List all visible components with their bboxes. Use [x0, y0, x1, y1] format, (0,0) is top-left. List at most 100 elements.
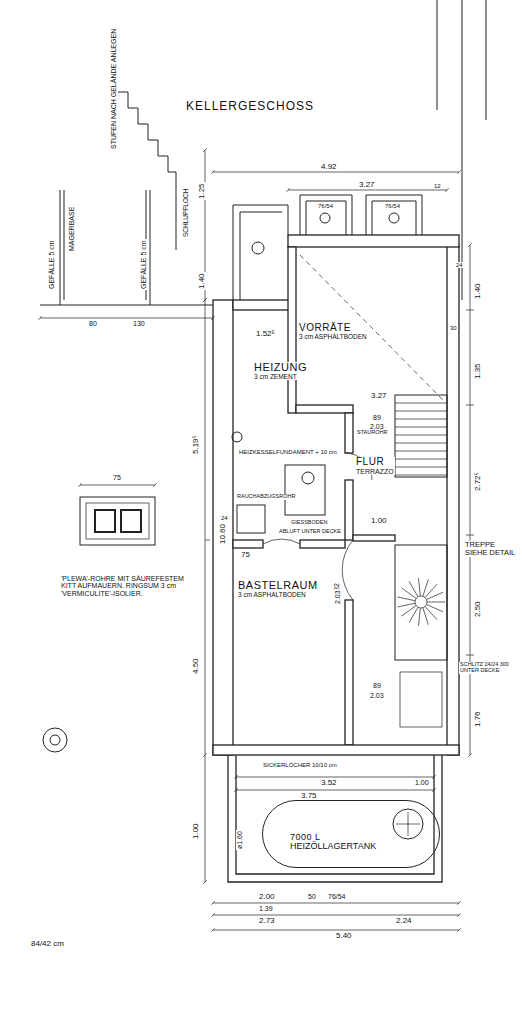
tank-enclosure: [228, 755, 442, 882]
annotation: GEFÄLLE 5 cm: [48, 239, 55, 290]
annotation: SCHLUPFLOCH: [183, 188, 190, 238]
spiral-stair: [395, 545, 447, 660]
dimension: 2.00: [258, 893, 276, 901]
dimension-line: [40, 318, 213, 319]
shaft: [400, 672, 442, 727]
annotation: GEFÄLLE 5 cm: [140, 239, 147, 290]
survey-mark: [43, 728, 67, 752]
flue-pipe: [121, 510, 141, 532]
dimension: 89: [372, 414, 382, 421]
dimension: 1.76: [474, 710, 482, 728]
dimension: 76/54: [317, 203, 334, 209]
flue-pipe: [95, 510, 115, 532]
exterior-steps: [118, 92, 176, 250]
stair-treads: [395, 403, 447, 475]
dimension: 50: [307, 893, 317, 900]
pit-wall: [60, 190, 150, 305]
dimension: 80: [88, 320, 98, 327]
oil-tank: 7000 LHEIZÖLLAGERTANK: [262, 800, 440, 868]
dimension: 1.00: [370, 517, 388, 525]
tank-manhole: [396, 812, 420, 836]
dimension: 76/54: [384, 203, 401, 209]
dimension: 3.75: [300, 792, 318, 800]
dimension: 2.50: [474, 600, 482, 618]
dimension: 1.40: [474, 282, 482, 300]
dimension: 1.25: [198, 182, 206, 200]
dimension: 75: [112, 474, 122, 481]
floor-finish: 3 cm ASPHALTBODEN: [237, 592, 319, 599]
flue: [302, 472, 314, 484]
drain: [389, 213, 399, 223]
annotation: SCHLITZ 24/24 300 UNTER DECKE: [459, 662, 519, 674]
boiler-foundation: [285, 465, 325, 515]
annotation: GIESSBODEN: [290, 520, 328, 526]
floor-finish: HEIZÖLLAGERTANK: [289, 842, 377, 851]
dimension: 1.40: [198, 272, 206, 290]
drain: [320, 213, 330, 223]
floor-finish: 3 cm ZEMENT: [253, 374, 308, 381]
dimension-line: [80, 485, 155, 486]
annotation: STAUROHR: [356, 430, 388, 436]
dimension: 30: [449, 325, 458, 331]
dimension: 2.24: [395, 917, 413, 925]
annotation: STUFEN NACH GELÄNDE ANLEGEN: [110, 28, 117, 150]
dimension: ø1.60: [236, 830, 243, 850]
site-line: [40, 305, 213, 306]
annotation: 'PLEWA'-ROHRE MIT SÄUREFESTEM KITT AUFMA…: [60, 575, 192, 597]
annotation: RAUCHABZUGSROHR: [236, 494, 296, 500]
dimension-lines: [205, 150, 474, 930]
dimension: 1.00: [414, 779, 430, 786]
spiral-treads: [398, 578, 445, 626]
dimension: 1.52⁵: [255, 330, 276, 338]
floor-finish: TERRAZZO: [355, 468, 395, 475]
floor-finish: 3 cm ASPHALTBODEN: [298, 334, 368, 341]
room-name: BASTELRAUM: [237, 580, 319, 592]
dimension: 24: [220, 515, 229, 521]
sheet-title: KELLERGESCHOSS: [185, 100, 315, 113]
border-line: [462, 0, 463, 300]
dimension: 76/54: [327, 893, 347, 900]
room-text: 7000 LHEIZÖLLAGERTANK: [289, 833, 377, 852]
dimension: 1.00: [192, 822, 200, 840]
survey-mark: [50, 735, 60, 745]
dimension: 130: [132, 320, 146, 327]
room-text: HEIZUNG3 cm ZEMENT: [253, 362, 308, 380]
light-well: [366, 195, 422, 235]
room: HEIZUNG3 cm ZEMENT: [233, 310, 345, 540]
annotation: TREPPE SIEHE DETAIL: [464, 541, 518, 557]
door-swing: [263, 539, 300, 544]
dimension: 75: [240, 551, 251, 559]
room-text: BASTELRAUM3 cm ASPHALTBODEN: [237, 580, 319, 598]
door-swing: [342, 540, 353, 600]
dimension: 4.50: [192, 657, 200, 675]
room-name: FLUR: [355, 457, 395, 468]
annotation: ABLUFT UNTER DECKE: [278, 529, 342, 535]
room: VORRÄTE3 cm ASPHALTBODEN: [296, 247, 447, 405]
dimension: 84/42 cm: [30, 940, 65, 948]
dimension: 12: [433, 183, 442, 189]
annotation: MAGERBASE: [68, 206, 75, 252]
border-line: [486, 0, 487, 120]
room-text: FLURTERRAZZO: [355, 457, 395, 475]
dimension: 5.40: [335, 932, 353, 940]
stair: [395, 395, 447, 477]
tank-manhole: [393, 809, 423, 839]
dimension: 3.52: [320, 779, 338, 787]
walls: [213, 235, 459, 755]
room-name: VORRÄTE: [298, 323, 368, 334]
dimension: 1.39: [258, 905, 274, 912]
dimension: 2.72⁵: [474, 471, 482, 492]
room-text: VORRÄTE3 cm ASPHALTBODEN: [298, 323, 368, 340]
dimension: 10.60: [219, 523, 227, 545]
dimension: 3.27: [370, 392, 388, 400]
light-well: [233, 205, 288, 300]
drain: [252, 242, 264, 254]
dimension: 1.35: [474, 362, 482, 380]
chimney: [237, 505, 265, 533]
dimension: 2.03: [334, 589, 341, 605]
floor-drain: [232, 432, 242, 442]
dimension: 3.27: [358, 181, 376, 189]
dimension: 2.73: [258, 917, 276, 925]
